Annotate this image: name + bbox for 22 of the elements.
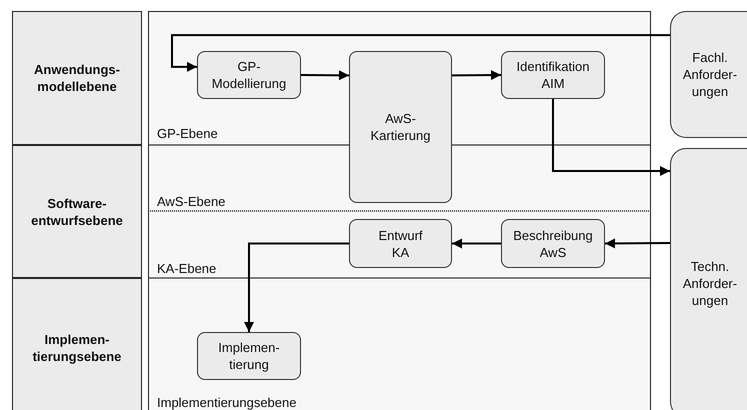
- lane-label: GP-Ebene: [157, 126, 218, 141]
- lane-label: KA-Ebene: [157, 261, 216, 276]
- lane-label: AwS-Ebene: [157, 194, 226, 209]
- process-box: Implemen- tierung: [197, 332, 301, 380]
- process-box: Identifikation AIM: [501, 51, 605, 99]
- arrow: [301, 70, 349, 80]
- process-box: Entwurf KA: [349, 219, 452, 268]
- process-box: AwS- Kartierung: [349, 51, 452, 203]
- process-box: GP- Modellierung: [197, 51, 301, 99]
- arrow: [452, 238, 501, 248]
- process-box: Beschreibung AwS: [501, 219, 605, 268]
- level-label-cell: Implemen- tierungsebene: [12, 278, 142, 410]
- level-label-cell: Software- entwurfsebene: [12, 145, 142, 278]
- lane-label: Implementierungsebene: [157, 395, 296, 410]
- arrow: [244, 242, 349, 332]
- arrow: [605, 238, 670, 248]
- arrow: [452, 70, 501, 80]
- requirements-box: Techn. Anforder- ungen: [670, 148, 747, 410]
- level-label-cell: Anwendungs- modellebene: [12, 11, 142, 145]
- requirements-box: Fachl. Anforder- ungen: [670, 11, 747, 138]
- arrow: [171, 34, 670, 72]
- arrow: [552, 99, 670, 176]
